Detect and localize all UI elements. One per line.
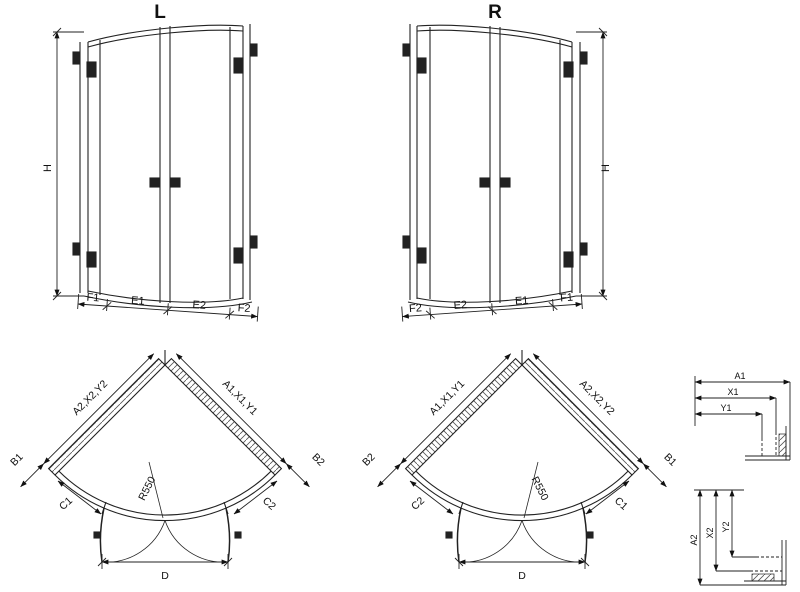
right-side-dim-label: B1	[661, 451, 679, 469]
detail-x1-label: X1	[727, 387, 738, 397]
right-wall-dim-label: A1,X1,Y1	[220, 378, 260, 418]
plan-right: A1,X1,Y1 A2,X2,Y2 B2 B1 C2 C1 R550 D	[360, 350, 679, 582]
variant-label-left: L	[154, 2, 166, 23]
left-side-dim-label: B1	[8, 451, 26, 469]
height-dim-label: H	[42, 164, 54, 172]
detail-y1-label: Y1	[720, 403, 731, 413]
radius-dim-label: R550	[136, 475, 158, 503]
detail-y2-label: Y2	[721, 521, 731, 532]
bottom-dim-labels: F1 E1 E2 F2	[86, 292, 251, 315]
segment-label-e1: E1	[515, 295, 529, 308]
elevation-left: L H F1 E1 E2 F2	[42, 2, 310, 350]
left-side-dim-label: B2	[360, 451, 378, 469]
height-dim-label: H	[600, 164, 612, 172]
right-side-dim-label: B2	[309, 451, 327, 469]
detail-bottom-geometry	[694, 489, 787, 586]
plan-left: A2,X2,Y2 A1,X1,Y1 B1 B2 C1 C2 R550 D	[8, 350, 327, 582]
elevation-right-geometry	[402, 24, 607, 322]
bottom-dim-labels: F2 E2 E1 F1	[409, 292, 574, 315]
left-wall-dim-label: A2,X2,Y2	[70, 378, 110, 418]
elevation-left-geometry	[53, 24, 258, 322]
entry-width-dim-label: D	[161, 570, 169, 582]
segment-label-f1: F1	[560, 292, 574, 305]
plan-left-geometry	[21, 350, 310, 569]
left-door-dim-label: C2	[409, 495, 427, 513]
detail-top-geometry	[694, 376, 791, 461]
segment-label-e2: E2	[453, 299, 467, 312]
variant-label-right: R	[488, 2, 502, 23]
segment-label-f1: F1	[86, 292, 100, 305]
segment-label-e2: E2	[192, 299, 206, 312]
left-wall-dim-label: A1,X1,Y1	[427, 378, 467, 418]
entry-width-dim-label: D	[518, 570, 526, 582]
detail-a2-x2-y2: A2 X2 Y2	[689, 489, 787, 586]
left-door-dim-label: C1	[57, 495, 75, 513]
segment-label-f2: F2	[409, 302, 423, 315]
segment-label-f2: F2	[237, 302, 251, 315]
right-door-dim-label: C1	[612, 495, 630, 513]
detail-a1-x1-y1: A1 X1 Y1	[694, 371, 791, 461]
detail-a2-label: A2	[689, 534, 699, 545]
elevation-right: R H F2 E2 E1 F1	[350, 2, 612, 350]
segment-label-e1: E1	[131, 295, 145, 308]
detail-a1-label: A1	[734, 371, 745, 381]
right-wall-dim-label: A2,X2,Y2	[577, 378, 617, 418]
right-door-dim-label: C2	[260, 495, 278, 513]
plan-right-geometry	[378, 350, 667, 569]
detail-x2-label: X2	[705, 527, 715, 538]
radius-dim-label: R550	[529, 475, 551, 503]
